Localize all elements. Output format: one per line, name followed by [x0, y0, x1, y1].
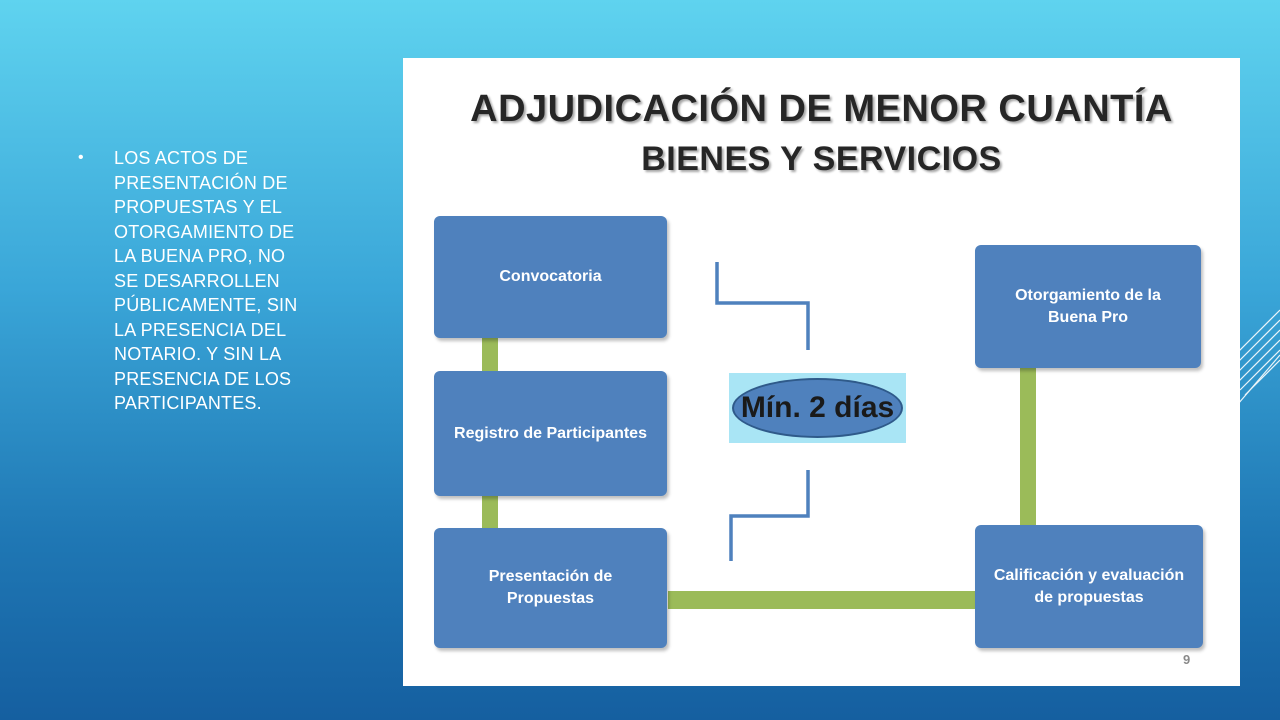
slide-title: ADJUDICACIÓN DE MENOR CUANTÍA [470, 88, 1173, 130]
box-convocatoria: Convocatoria [434, 216, 667, 338]
page-number: 9 [1183, 652, 1191, 667]
box-otorgamiento-buena-pro: Otorgamiento de la Buena Pro [975, 245, 1201, 368]
bracket-lines-icon [715, 262, 810, 561]
box-calificacion-evaluacion: Calificación y evaluación de propuestas [975, 525, 1203, 648]
slide-image: ADJUDICACIÓN DE MENOR CUANTÍA BIENES Y S… [403, 58, 1240, 686]
bullet-dot-icon: • [78, 149, 84, 166]
box-presentacion-propuestas: Presentación de Propuestas [434, 528, 667, 648]
connector-calificacion-otorgamiento [1020, 368, 1036, 525]
connector-registro-presentacion [482, 496, 498, 528]
slide-subtitle: BIENES Y SERVICIOS [641, 140, 1002, 178]
connector-convocatoria-registro [482, 338, 498, 371]
box-registro-participantes: Registro de Participantes [434, 371, 667, 496]
bullet-text: LOS ACTOS DE PRESENTACIÓN DE PROPUESTAS … [114, 148, 298, 413]
min-days-oval: Mín. 2 días [732, 378, 903, 438]
connector-presentacion-calificacion [668, 591, 975, 609]
min-days-label-bg: Mín. 2 días [729, 373, 906, 443]
